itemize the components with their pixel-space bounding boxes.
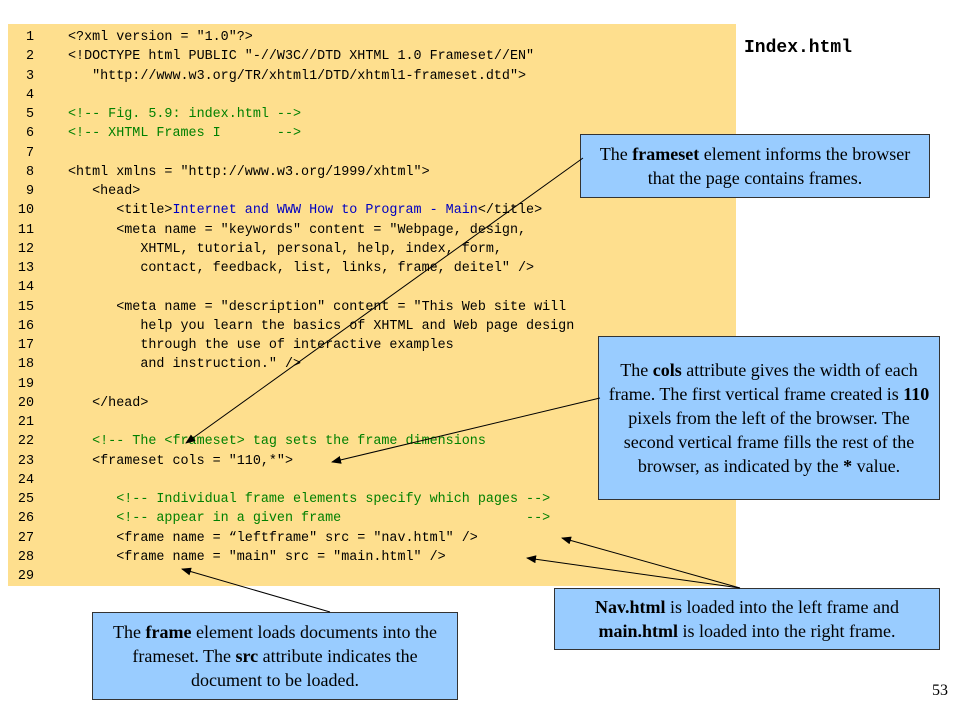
- line-number: 6: [25, 126, 34, 142]
- line-number: 14: [17, 280, 34, 296]
- code-token: and instruction." />: [68, 357, 302, 373]
- code-token: <meta name = "description" content = "Th…: [68, 299, 567, 315]
- code-token: <!DOCTYPE html PUBLIC "-//W3C//DTD XHTML…: [68, 49, 535, 65]
- code-token: contact, feedback, list, links, frame, d…: [68, 261, 535, 276]
- code-token: <frame name = "main" src = "main.html" /…: [68, 549, 446, 565]
- code-text: </head>: [68, 394, 148, 413]
- code-text: <!-- XHTML Frames I -->: [68, 124, 301, 143]
- line-number: 25: [17, 492, 34, 507]
- callout-frame-text: The frame element loads documents into t…: [113, 622, 437, 690]
- page-number: 53: [932, 682, 948, 699]
- line-number: 24: [17, 472, 34, 488]
- code-text: <head>: [68, 182, 140, 201]
- code-token: "http://www.w3.org/TR/xhtml1/DTD/xhtml1-…: [68, 68, 527, 84]
- code-text: <frame name = "main" src = "main.html" /…: [68, 548, 446, 567]
- code-text: <frame name = “leftframe" src = "nav.htm…: [68, 529, 478, 548]
- line-number: 23: [17, 453, 34, 469]
- code-token: <!-- appear in a given frame -->: [68, 511, 551, 527]
- line-number: 15: [17, 299, 34, 315]
- line-number: 11: [17, 222, 34, 238]
- code-token: <html xmlns = "http://www.w3.org/1999/xh…: [68, 164, 430, 180]
- line-number: 21: [17, 415, 34, 430]
- code-token: <head>: [68, 184, 141, 199]
- code-token: <title>: [68, 203, 173, 219]
- code-token: <?xml version = "1.0"?>: [68, 30, 253, 45]
- code-text: through the use of interactive examples: [68, 336, 454, 355]
- line-number: 5: [25, 107, 34, 122]
- code-token: help you learn the basics of XHTML and W…: [68, 318, 575, 334]
- code-token: <meta name = "keywords" content = "Webpa…: [68, 222, 527, 238]
- code-text: XHTML, tutorial, personal, help, index, …: [68, 240, 502, 259]
- line-number: 1: [25, 30, 34, 45]
- callout-nav-text: Nav.html is loaded into the left frame a…: [595, 597, 899, 641]
- line-number: 22: [17, 434, 34, 450]
- code-text: <meta name = "description" content = "Th…: [68, 298, 566, 317]
- line-number: 29: [17, 569, 34, 584]
- code-text: <!-- Fig. 5.9: index.html -->: [68, 105, 301, 124]
- code-text: <?xml version = "1.0"?>: [68, 28, 253, 47]
- callout-frameset: The frameset element informs the browser…: [580, 134, 930, 198]
- code-token: </title>: [477, 203, 543, 219]
- line-number: 2: [25, 49, 34, 65]
- line-number: 20: [17, 395, 34, 411]
- line-number: 9: [25, 184, 34, 199]
- line-number: 18: [17, 357, 34, 373]
- code-text: <title>Internet and WWW How to Program -…: [68, 201, 542, 220]
- code-token: <frameset cols = "110,*">: [68, 453, 293, 469]
- code-text: and instruction." />: [68, 355, 301, 374]
- code-token: through the use of interactive examples: [68, 338, 454, 353]
- code-text: "http://www.w3.org/TR/xhtml1/DTD/xhtml1-…: [68, 67, 526, 86]
- file-name-label: Index.html: [744, 38, 853, 58]
- code-text: help you learn the basics of XHTML and W…: [68, 317, 574, 336]
- code-text: <html xmlns = "http://www.w3.org/1999/xh…: [68, 163, 430, 182]
- code-token: XHTML, tutorial, personal, help, index, …: [68, 241, 502, 257]
- code-text: contact, feedback, list, links, frame, d…: [68, 259, 534, 278]
- line-number: 27: [17, 530, 34, 546]
- code-text: <frameset cols = "110,*">: [68, 452, 293, 471]
- code-token: </head>: [68, 395, 149, 411]
- callout-nav: Nav.html is loaded into the left frame a…: [554, 588, 940, 650]
- line-number: 7: [25, 145, 34, 161]
- code-token: <frame name = “leftframe" src = "nav.htm…: [68, 530, 478, 546]
- code-token: <!-- Fig. 5.9: index.html -->: [68, 107, 302, 122]
- code-token: <!-- The <frameset> tag sets the frame d…: [68, 434, 486, 450]
- code-text: <!-- Individual frame elements specify w…: [68, 490, 550, 509]
- code-token: Internet and WWW How to Program - Main: [172, 203, 478, 219]
- line-number: 4: [25, 87, 34, 103]
- callout-frameset-text: The frameset element informs the browser…: [599, 144, 911, 188]
- code-text: <!-- The <frameset> tag sets the frame d…: [68, 432, 486, 451]
- callout-cols-text: The cols attribute gives the width of ea…: [608, 360, 930, 476]
- code-text: <!DOCTYPE html PUBLIC "-//W3C//DTD XHTML…: [68, 47, 534, 66]
- code-token: <!-- Individual frame elements specify w…: [68, 492, 551, 507]
- line-number: 3: [25, 68, 34, 84]
- code-text: <!-- appear in a given frame -->: [68, 509, 550, 528]
- code-text: <meta name = "keywords" content = "Webpa…: [68, 221, 526, 240]
- code-token: <!-- XHTML Frames I -->: [68, 126, 302, 142]
- line-number: 13: [17, 261, 34, 276]
- line-number: 10: [17, 203, 34, 219]
- line-number: 28: [17, 549, 34, 565]
- code-listing: 1 <?xml version = "1.0"?> 2 <!DOCTYPE html …: [8, 24, 736, 586]
- line-number: 8: [25, 164, 34, 180]
- line-number: 19: [17, 376, 34, 392]
- line-number: 16: [17, 318, 34, 334]
- callout-frame: The frame element loads documents into t…: [92, 612, 458, 700]
- line-number: 12: [17, 241, 34, 257]
- callout-cols: The cols attribute gives the width of ea…: [598, 336, 940, 500]
- line-number: 17: [17, 338, 34, 353]
- line-number: 26: [17, 511, 34, 527]
